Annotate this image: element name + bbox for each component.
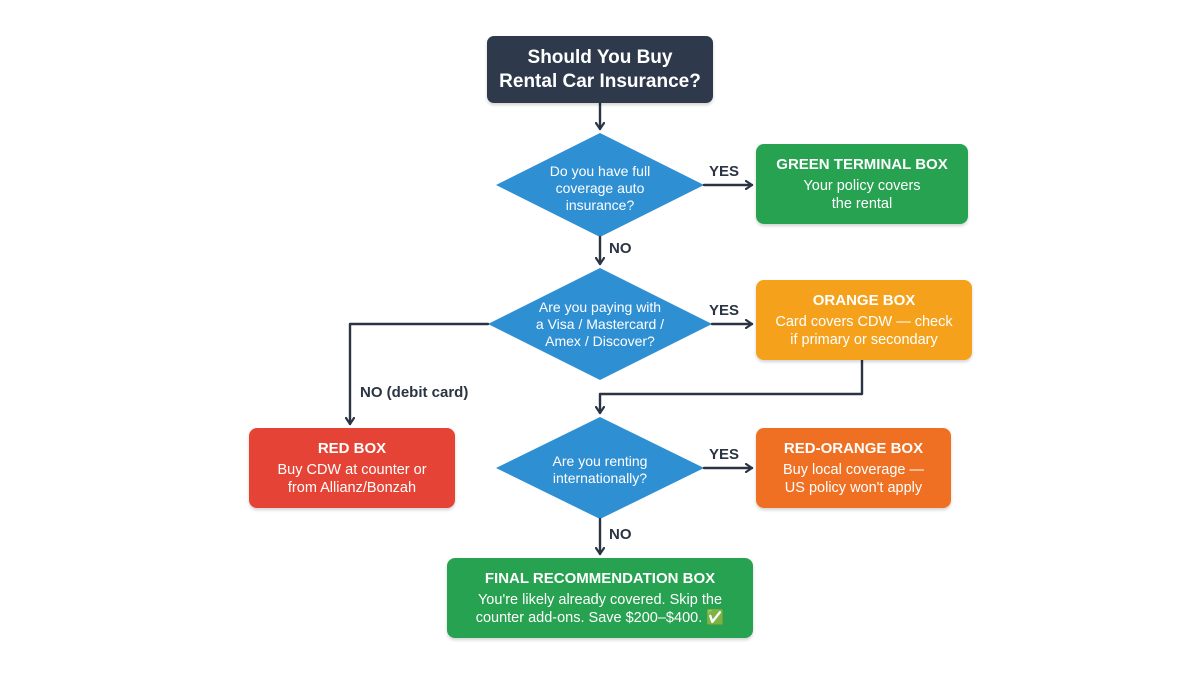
- final-recommendation-box: FINAL RECOMMENDATION BOX You're likely a…: [447, 558, 753, 638]
- box-title: GREEN TERMINAL BOX: [776, 156, 948, 173]
- decision-text-international: Are you renting internationally?: [525, 450, 675, 490]
- green-terminal-box: GREEN TERMINAL BOX Your policy covers th…: [756, 144, 968, 224]
- edge-label-no: NO: [609, 526, 632, 543]
- box-line: counter add-ons. Save $200–$400. ✅: [475, 610, 725, 626]
- connector-d2-no-red: [350, 322, 490, 426]
- edge-label-yes: YES: [709, 446, 740, 463]
- connector-orange-to-d3: [600, 358, 864, 415]
- decision-diamond-card-type: [488, 268, 712, 380]
- orange-box: ORANGE BOX Card covers CDW — check if pr…: [756, 280, 972, 360]
- edge-label-no: NO: [609, 240, 632, 257]
- box-body: Buy local coverage — US policy won't app…: [783, 461, 924, 497]
- box-body: Card covers CDW — check if primary or se…: [775, 313, 952, 349]
- box-title: ORANGE BOX: [812, 292, 916, 309]
- box-line: Buy local coverage —: [782, 462, 925, 478]
- decision-line: insurance?: [565, 196, 635, 213]
- box-line: Card covers CDW — check: [775, 314, 953, 330]
- decision-line: coverage auto: [555, 179, 645, 196]
- box-title: RED BOX: [317, 440, 387, 457]
- box-body: You're likely already covered. Skip the …: [476, 591, 725, 627]
- start-title-line1: Should You Buy: [527, 46, 673, 68]
- box-line: from Allianz/Bonzah: [287, 480, 417, 496]
- decision-text-card-type: Are you paying with a Visa / Mastercard …: [515, 296, 685, 352]
- edge-label-yes: YES: [709, 302, 740, 319]
- red-orange-box: RED-ORANGE BOX Buy local coverage — US p…: [756, 428, 951, 508]
- box-line: You're likely already covered. Skip the: [477, 592, 723, 608]
- box-line: US policy won't apply: [784, 480, 923, 496]
- decision-line: Are you renting: [552, 453, 648, 469]
- decision-text-full-coverage: Do you have full coverage auto insurance…: [525, 160, 675, 216]
- edge-label-yes: YES: [709, 163, 740, 180]
- start-node: Should You Buy Rental Car Insurance?: [487, 36, 713, 103]
- box-body: Buy CDW at counter or from Allianz/Bonza…: [277, 461, 426, 497]
- box-line: if primary or secondary: [790, 332, 938, 348]
- decision-diamond-full-coverage: [496, 133, 704, 237]
- red-box: RED BOX Buy CDW at counter or from Allia…: [249, 428, 455, 508]
- decision-line: Amex / Discover?: [545, 332, 655, 349]
- decision-diamond-international: [496, 417, 704, 519]
- decision-line: internationally?: [552, 470, 648, 486]
- decision-line: Do you have full: [549, 162, 651, 179]
- start-title-line2: Rental Car Insurance?: [499, 70, 701, 92]
- box-title: FINAL RECOMMENDATION BOX: [484, 570, 716, 587]
- box-line: Your policy covers: [803, 178, 921, 194]
- box-title: RED-ORANGE BOX: [783, 440, 924, 457]
- box-body: Your policy covers the rental: [803, 177, 920, 213]
- decision-line: Are you paying with: [538, 298, 662, 315]
- box-line: Buy CDW at counter or: [277, 462, 427, 478]
- decision-line: a Visa / Mastercard /: [535, 315, 665, 332]
- edge-label-no-debit-card: NO (debit card): [360, 384, 469, 401]
- box-line: the rental: [831, 196, 893, 212]
